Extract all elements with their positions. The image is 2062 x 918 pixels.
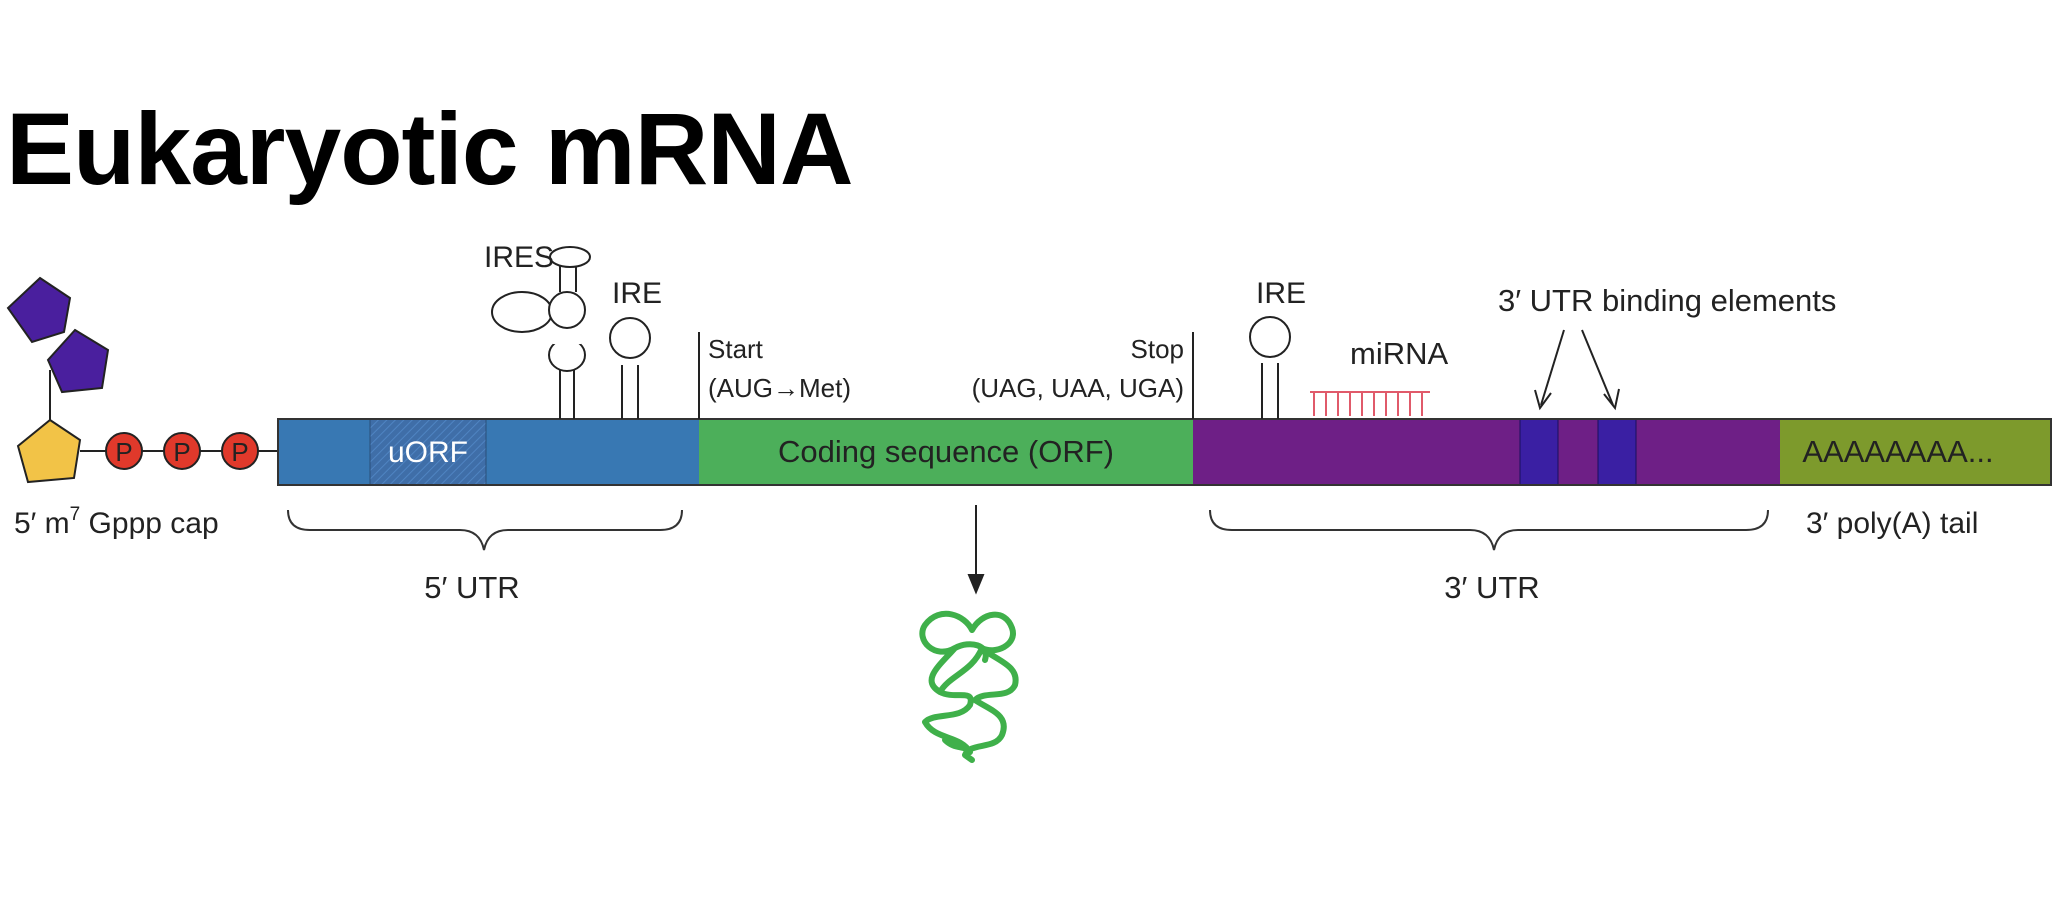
phosphate-label: P: [115, 437, 132, 467]
purple-pentagon-bottom: [46, 328, 110, 394]
start-codon-label: (AUG→Met): [708, 373, 851, 403]
phosphate-label: P: [231, 437, 248, 467]
cap-structure: P P P 5′ m7 Gppp cap: [6, 276, 278, 540]
polya-caption: 3′ poly(A) tail: [1806, 507, 1978, 540]
binding-element-arrows: [1534, 329, 1620, 411]
utr3-label: 3′ UTR: [1444, 570, 1539, 605]
phosphate-label: P: [173, 437, 190, 467]
start-label: Start: [708, 334, 764, 364]
ire-stem-loop-5utr: [609, 317, 651, 419]
purple-pentagon-top: [6, 276, 72, 344]
page-title: Eukaryotic mRNA: [6, 92, 854, 206]
translation-arrow: [967, 505, 985, 595]
phosphate-circle: [221, 432, 259, 470]
binding-elements-label: 3′ UTR binding elements: [1498, 283, 1836, 318]
ire-5utr-label: IRE: [612, 277, 662, 310]
ires-structure: [491, 246, 591, 419]
ire-stem-loop-3utr: [1249, 316, 1291, 419]
phosphate-1: P: [105, 432, 143, 470]
uorf-label: uORF: [388, 436, 468, 469]
phosphate-3: P: [221, 432, 259, 470]
stop-label: Stop: [1131, 334, 1185, 364]
yellow-pentagon: [16, 418, 82, 484]
mrna-bar: uORF Coding sequence (ORF) AAAAAAAA...: [277, 418, 2052, 486]
stop-codons-label: (UAG, UAA, UGA): [972, 373, 1184, 403]
folded-protein-icon: [919, 610, 1019, 763]
cap-label: 5′ m7 Gppp cap: [14, 504, 219, 540]
cds-segment: [699, 419, 1193, 485]
polya-label: AAAAAAAA...: [1802, 434, 1993, 469]
mrna-bar-outline: [277, 418, 2052, 486]
uorf-segment: [369, 418, 487, 486]
polya-segment: [1780, 419, 2051, 485]
phosphate-circle: [105, 432, 143, 470]
mirna-binding-icon: [1310, 391, 1430, 416]
binding-element-2: [1597, 418, 1637, 486]
utr3-brace: [1209, 509, 1769, 551]
utr5-segment: [278, 419, 699, 485]
phosphate-2: P: [163, 432, 201, 470]
mirna-label: miRNA: [1350, 336, 1448, 371]
cds-label: Coding sequence (ORF): [778, 434, 1114, 469]
utr5-brace: [287, 509, 683, 551]
phosphate-circle: [163, 432, 201, 470]
utr3-segment: [1193, 419, 1780, 485]
utr5-label: 5′ UTR: [424, 570, 519, 605]
ire-3utr-label: IRE: [1256, 277, 1306, 310]
ires-label: IRES: [484, 241, 554, 274]
binding-element-1: [1519, 418, 1559, 486]
